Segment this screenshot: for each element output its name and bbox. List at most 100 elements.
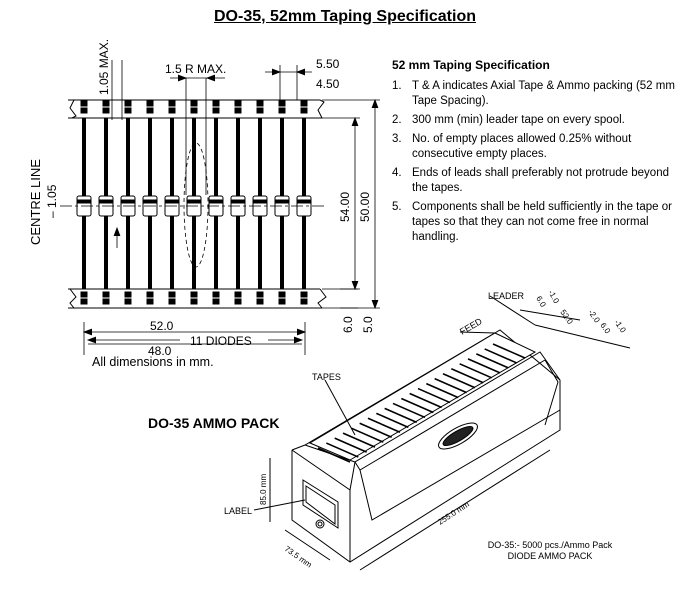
dim-50: 5.0: [361, 316, 375, 333]
label-label: LABEL: [224, 506, 252, 516]
tape-dim-1b: -1.0: [612, 318, 628, 335]
spec-item-number: 5.: [392, 201, 402, 213]
tape-stitch: [256, 107, 264, 114]
tape-stitch: [300, 291, 308, 298]
spec-item: 3. No. of empty places allowed 0.25% with…: [392, 132, 682, 162]
tape-stitch: [146, 107, 154, 114]
tape-stitch: [256, 100, 264, 107]
tape-component: [359, 422, 392, 438]
tape-dim-6b: 6.0: [598, 321, 612, 336]
spec-item-number: 4.: [392, 167, 402, 179]
tape-stitch: [300, 107, 308, 114]
tape-stitch: [168, 298, 176, 305]
centre-line-label: CENTRE LINE: [28, 159, 43, 245]
ammo-caption-line1: DO-35:- 5000 pcs./Ammo Pack: [487, 540, 613, 550]
spec-item-text: No. of empty places allowed 0.25% withou…: [412, 133, 632, 160]
tape-stitch: [168, 291, 176, 298]
tape-stitch: [300, 100, 308, 107]
spec-item-text: Components shall be held sufficiently in…: [412, 201, 672, 243]
tape-stitch: [146, 298, 154, 305]
diode-band: [98, 199, 114, 204]
tape-stitch: [190, 107, 198, 114]
ammo-caption: DO-35:- 5000 pcs./Ammo Pack DIODE AMMO P…: [470, 540, 630, 562]
tape-stitch: [124, 291, 132, 298]
tape-component: [492, 343, 526, 359]
diode-array: [76, 100, 312, 305]
tape-stitch: [278, 100, 286, 107]
spec-block: 52 mm Taping Specification 1.T & A indic…: [392, 58, 682, 249]
tape-stitch: [278, 298, 286, 305]
tape-component: [467, 358, 501, 374]
tape-stitch: [80, 107, 88, 114]
diode-band: [296, 199, 312, 204]
dim-width: 73.5 mm: [283, 544, 314, 569]
diode-band: [230, 199, 246, 204]
dim-550: 5.50: [316, 57, 340, 71]
tape-component: [459, 363, 492, 379]
tapes-label: TAPES: [312, 372, 341, 382]
tape-stitch: [168, 107, 176, 114]
diode-band: [186, 199, 202, 204]
tape-dim-2: -2.0: [586, 308, 602, 325]
diode-band: [142, 199, 158, 204]
ammo-pack-title: DO-35 AMMO PACK: [148, 415, 280, 431]
dim-60: 6.0: [341, 316, 355, 333]
tape-stitch: [278, 107, 286, 114]
tape-dim-1a: -1.0: [546, 289, 561, 306]
leader-label: LEADER: [488, 291, 525, 301]
dim-radius: 1.5 R MAX.: [165, 62, 226, 76]
tape-stitch: [234, 107, 242, 114]
tape-stitch: [80, 298, 88, 305]
tape-component: [317, 447, 351, 463]
dim-lead-max: 1.05 MAX.: [97, 39, 111, 95]
tape-stitch: [146, 100, 154, 107]
spec-item: 4. Ends of leads shall preferably not pro…: [392, 166, 682, 196]
spec-item-number: 2.: [392, 114, 402, 126]
spec-item: 1. T & A indicates Axial Tape & Ammo pack…: [392, 79, 682, 109]
spec-item-number: 1.: [392, 80, 402, 92]
tape-component: [484, 348, 517, 364]
tape-stitch: [212, 100, 220, 107]
tape-stitch: [256, 298, 264, 305]
tape-component: [451, 368, 484, 384]
tape-component: [376, 412, 409, 429]
tape-component: [409, 392, 442, 409]
spec-item-number: 3.: [392, 133, 402, 145]
spec-item-text: Ends of leads shall preferably not protr…: [412, 167, 669, 194]
tape-stitch: [234, 291, 242, 298]
spec-list: 1. T & A indicates Axial Tape & Ammo pack…: [392, 79, 682, 245]
dim-450: 4.50: [316, 77, 340, 91]
tape-component: [442, 372, 476, 389]
diode-band: [274, 199, 290, 204]
tape-component: [326, 442, 359, 458]
tape-component: [367, 417, 401, 434]
ammo-pack-drawing: [253, 295, 631, 571]
tape-component: [392, 402, 426, 419]
tape-stitch: [190, 291, 198, 298]
tape-component: [434, 377, 467, 394]
bottom-tape-break-left: [69, 288, 77, 309]
dim-5400: 54.00: [338, 192, 352, 222]
diode-band: [252, 199, 268, 204]
tape-stitch: [212, 107, 220, 114]
diode-band: [164, 199, 180, 204]
tape-stitch: [212, 298, 220, 305]
diode-band: [76, 199, 92, 204]
tape-stitch: [102, 107, 110, 114]
spec-item-text: T & A indicates Axial Tape & Ammo packin…: [412, 80, 675, 107]
tape-component: [476, 353, 509, 369]
tape-stitch: [124, 107, 132, 114]
spec-item: 5. Components shall be held sufficiently …: [392, 200, 682, 245]
dim-m105: – 1.05: [45, 184, 59, 218]
tape-component: [351, 427, 384, 443]
tape-stitch: [80, 100, 88, 107]
tape-stitch: [124, 100, 132, 107]
diode-band: [120, 199, 136, 204]
tape-component: [342, 432, 376, 448]
dim-480: 48.0: [148, 344, 172, 358]
tape-stitch: [102, 100, 110, 107]
dim-5000: 50.00: [358, 192, 372, 222]
tape-dim-6a: 6.0: [534, 295, 548, 310]
diode-band: [208, 199, 224, 204]
